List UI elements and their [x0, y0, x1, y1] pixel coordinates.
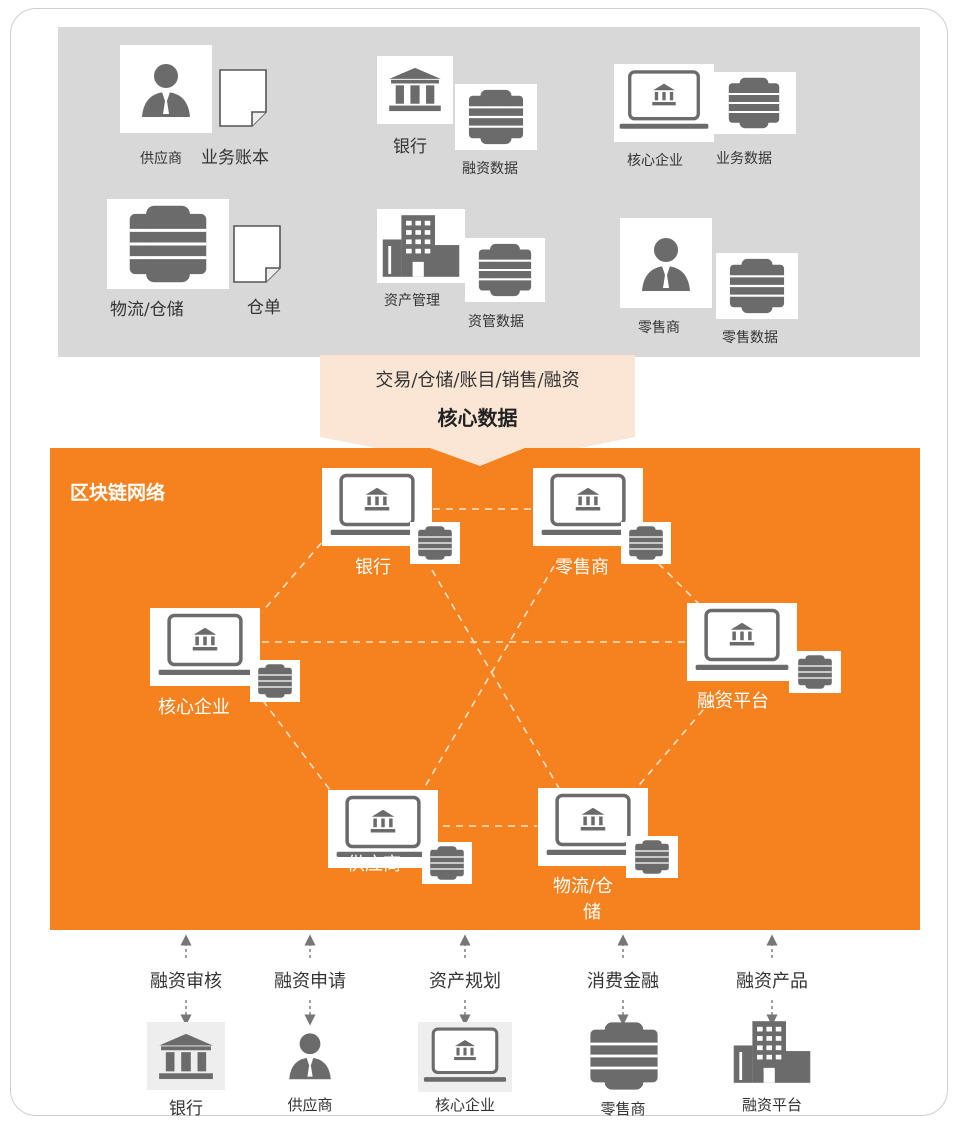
source-core-label: 核心企业	[627, 153, 683, 169]
source-asset-label: 资产管理	[384, 293, 440, 309]
entity-retailer-db-icon	[578, 1018, 670, 1094]
entity-platform-label: 融资平台	[741, 1096, 802, 1114]
entity-core-enterprise-icon	[418, 1022, 512, 1092]
entity-financing-platform-building-icon	[728, 1016, 816, 1088]
network-title: 区块链网络	[70, 482, 166, 504]
source-retailer-data-label: 零售数据	[722, 330, 778, 346]
service-financing-review: 融资审核	[150, 971, 222, 992]
source-core-data-label: 业务数据	[716, 151, 772, 167]
service-consumer-finance: 消费金融	[587, 971, 659, 992]
business-db-icon	[712, 72, 796, 134]
outer-frame	[10, 8, 948, 1116]
node-core-label: 核心企业	[158, 697, 230, 718]
logistics-db-icon	[107, 199, 229, 289]
node-retailer-label: 零售商	[555, 557, 609, 578]
source-asset-data-label: 资管数据	[468, 314, 524, 330]
source-supplier-label: 供应商	[140, 151, 182, 167]
source-supplier-data-label: 业务账本	[201, 148, 269, 168]
node-logistics-db-icon	[626, 836, 678, 878]
node-platform-laptop-icon	[687, 603, 797, 681]
financing-db-icon	[455, 84, 537, 150]
entity-bank-icon	[147, 1022, 225, 1090]
entity-core-label: 核心企业	[434, 1096, 495, 1114]
node-supplier-laptop-icon	[328, 790, 438, 868]
node-platform-label: 融资平台	[697, 691, 769, 712]
funnel-tip-overlap	[430, 448, 525, 466]
node-retailer-db-icon	[621, 522, 671, 564]
node-logistics-label-line1: 物流/仓	[553, 876, 614, 897]
entity-supplier-icon	[280, 1022, 340, 1086]
node-bank-db-icon	[410, 522, 460, 564]
node-bank-label: 银行	[355, 557, 391, 578]
source-bank-data-label: 融资数据	[462, 161, 518, 177]
funnel-subtitle: 交易/仓储/账目/销售/融资	[375, 370, 580, 391]
node-platform-db-icon	[789, 651, 841, 693]
asset-db-icon	[465, 238, 545, 302]
service-financing-product: 融资产品	[736, 971, 808, 992]
source-retailer-label: 零售商	[638, 320, 680, 336]
core-enterprise-laptop-icon	[614, 64, 714, 142]
source-logistics-label: 物流/仓储	[110, 300, 184, 320]
service-financing-application: 融资申请	[274, 971, 346, 992]
node-core-db-icon	[250, 660, 300, 702]
retailer-person-icon	[620, 218, 712, 308]
core-data-funnel-arrow	[320, 355, 635, 468]
node-supplier-db-icon	[422, 842, 472, 884]
asset-management-building-icon	[377, 209, 465, 283]
entity-retailer-label: 零售商	[600, 1100, 646, 1118]
source-bank-label: 银行	[393, 137, 427, 157]
node-logistics-label-line2: 储	[583, 902, 601, 923]
blockchain-network-panel	[50, 448, 920, 930]
entity-bank-label: 银行	[169, 1099, 203, 1119]
supplier-person-icon	[120, 45, 212, 133]
retail-db-icon	[716, 253, 798, 319]
service-asset-planning: 资产规划	[429, 971, 501, 992]
entity-supplier-label: 供应商	[287, 1096, 333, 1114]
source-logistics-data-label: 仓单	[247, 298, 281, 318]
node-core-laptop-icon	[150, 608, 260, 686]
node-supplier-label: 供应商	[347, 854, 401, 875]
bank-icon	[377, 56, 453, 124]
funnel-title: 核心数据	[437, 406, 518, 430]
